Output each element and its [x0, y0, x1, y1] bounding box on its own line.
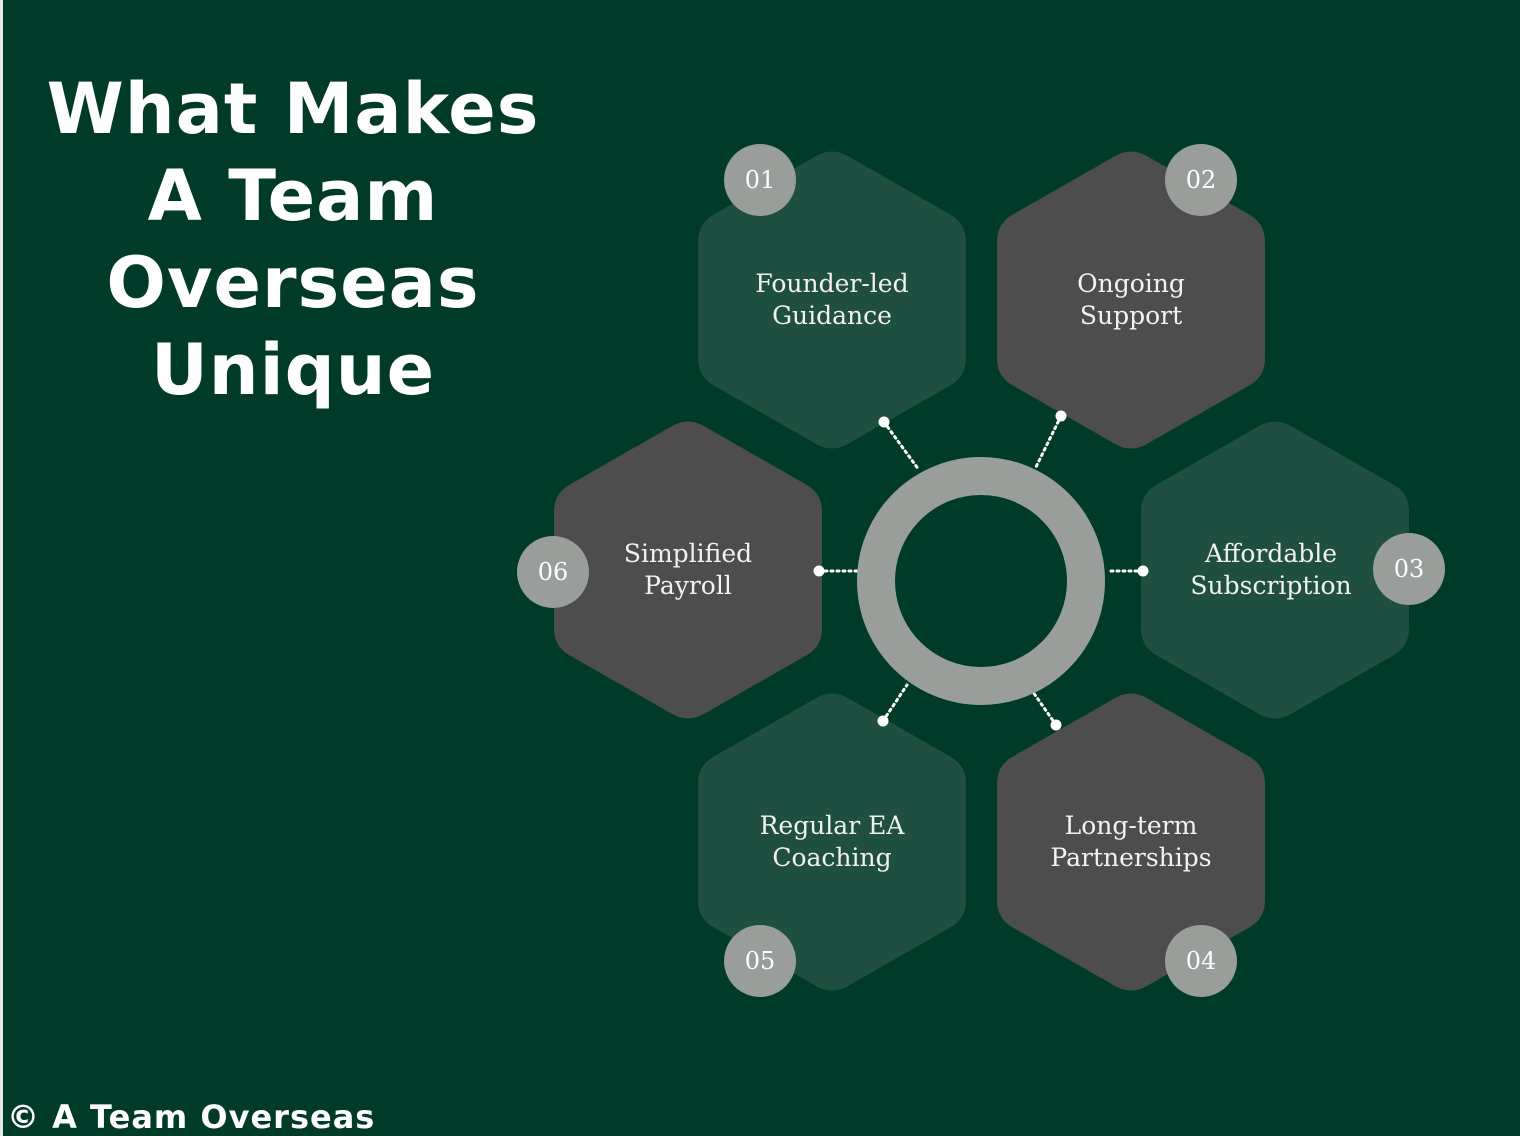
feature-label-line: Payroll	[644, 571, 732, 600]
page-title: What Makes A Team Overseas Unique	[23, 66, 563, 414]
hexagon-shape	[698, 151, 966, 449]
center-ring	[857, 457, 1105, 705]
hexagon-shape	[698, 693, 966, 991]
title-line: What Makes	[46, 68, 540, 150]
feature-label-line: Subscription	[1190, 571, 1351, 600]
badge-number: 02	[1186, 166, 1217, 194]
feature-label-line: Founder-led	[755, 269, 908, 298]
hexagon-shape	[997, 693, 1265, 991]
feature-label: Regular EA Coaching	[760, 811, 906, 872]
title-line: A Team	[147, 155, 439, 237]
connector-dot	[877, 715, 889, 727]
connector-dot	[813, 565, 825, 577]
number-badge: 06	[517, 536, 589, 608]
connector-dot	[1137, 565, 1149, 577]
badge-circle	[724, 925, 796, 997]
feature-label-line: Coaching	[772, 843, 891, 872]
hexagon-shape	[554, 421, 822, 719]
feature-label-line: Affordable	[1204, 539, 1337, 568]
dotted-line	[1031, 690, 1058, 727]
dotted-line	[882, 420, 921, 472]
badge-number: 06	[538, 558, 569, 586]
feature-label-line: Support	[1080, 301, 1182, 330]
hexagon-shape	[1141, 421, 1409, 719]
feature-label-line: Long-term	[1065, 811, 1198, 840]
number-badge: 03	[1373, 533, 1445, 605]
feature-label-line: Partnerships	[1050, 843, 1211, 872]
badge-number: 03	[1394, 555, 1425, 583]
connector	[1031, 690, 1062, 731]
connector-dot	[878, 416, 890, 428]
badge-circle	[724, 144, 796, 216]
badge-circle	[1165, 925, 1237, 997]
hexagon-shape	[997, 151, 1265, 449]
connector	[813, 565, 860, 577]
feature-label-line: Simplified	[624, 539, 752, 568]
connector	[878, 416, 921, 472]
title-line: Overseas	[106, 242, 480, 324]
connector	[1034, 410, 1067, 469]
connector	[877, 683, 909, 727]
badge-circle	[517, 536, 589, 608]
feature-label-line: Ongoing	[1077, 269, 1185, 298]
badge-circle	[1373, 533, 1445, 605]
feature-label-line: Guidance	[772, 301, 892, 330]
badge-circle	[1165, 144, 1237, 216]
badge-number: 05	[745, 947, 776, 975]
number-badge: 01	[724, 144, 796, 216]
copyright-footer: © A Team Overseas	[7, 1098, 376, 1136]
dotted-line	[1034, 414, 1063, 469]
number-badge: 05	[724, 925, 796, 997]
title-line: Unique	[150, 329, 436, 411]
connector-dot	[1050, 719, 1062, 731]
number-badge: 04	[1165, 925, 1237, 997]
connector	[1105, 565, 1149, 577]
connector-dot	[1055, 410, 1067, 422]
badge-number: 01	[745, 166, 776, 194]
badge-number: 04	[1186, 947, 1217, 975]
dotted-line	[881, 683, 909, 723]
feature-hexagon-05: Regular EA Coaching 05	[698, 693, 966, 997]
number-badge: 02	[1165, 144, 1237, 216]
feature-label-line: Regular EA	[760, 811, 906, 840]
